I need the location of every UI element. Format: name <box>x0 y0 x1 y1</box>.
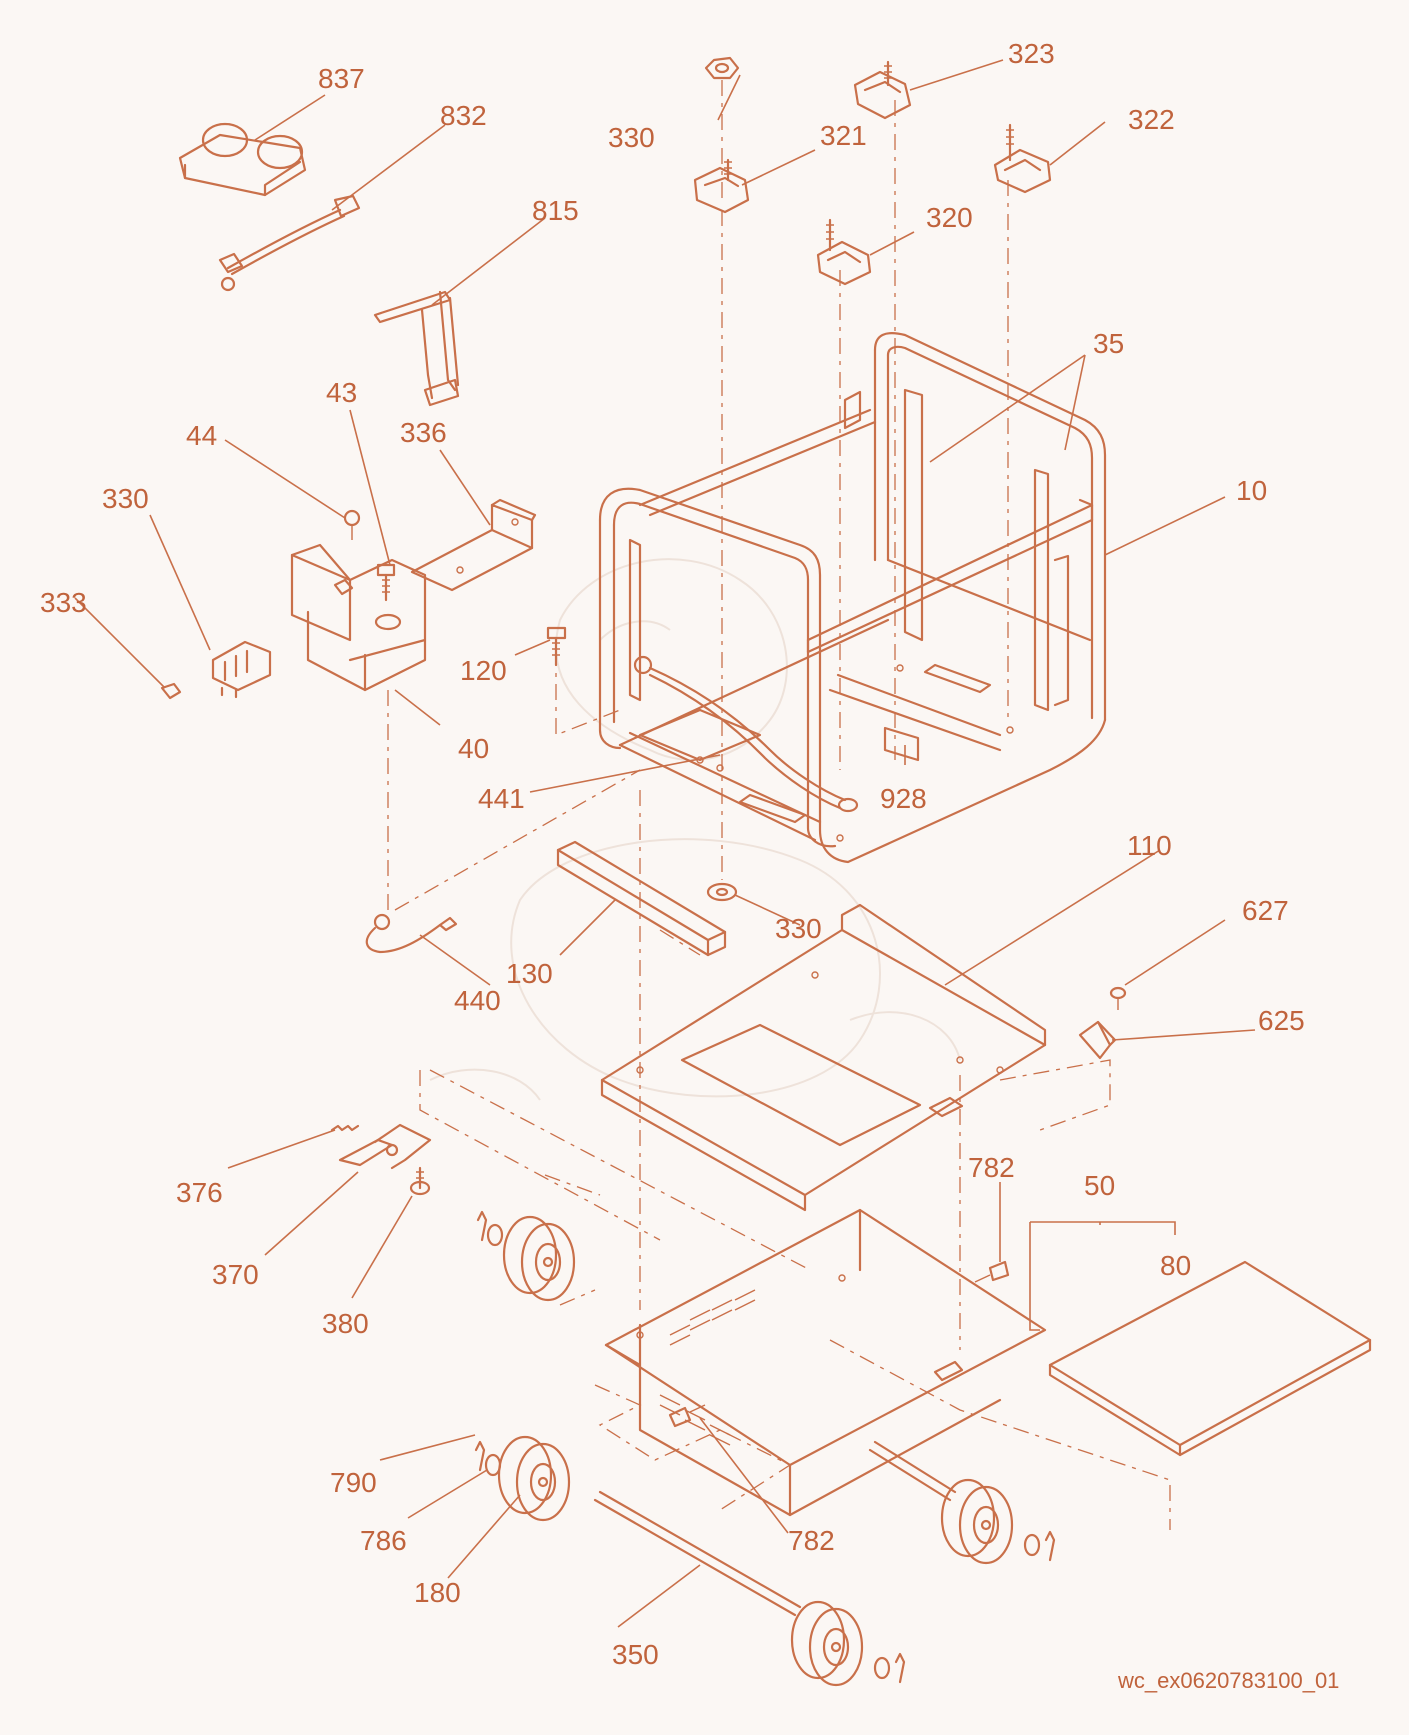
callout-321: 321 <box>820 120 867 151</box>
callout-928: 928 <box>880 783 927 814</box>
part-782-bolt-right <box>974 1260 1010 1283</box>
callout-380: 380 <box>322 1308 369 1339</box>
part-376-spring <box>330 1124 360 1132</box>
part-40-control-box <box>290 543 427 692</box>
part-627-screw <box>1109 986 1127 1010</box>
callout-130: 130 <box>506 958 553 989</box>
part-180-wheel-upper <box>502 1215 576 1302</box>
callout-782-right: 782 <box>968 1152 1015 1183</box>
part-928-label <box>883 726 920 762</box>
callout-625: 625 <box>1258 1005 1305 1036</box>
part-380-bolt <box>409 1166 431 1196</box>
callout-782-lower: 782 <box>788 1525 835 1556</box>
callout-35: 35 <box>1093 328 1124 359</box>
callout-44: 44 <box>186 420 217 451</box>
part-350-axle <box>593 1490 802 1617</box>
part-837-rubber-pad <box>178 122 307 197</box>
part-43-bolt <box>376 563 396 602</box>
callout-333: 333 <box>40 587 87 618</box>
callout-43: 43 <box>326 377 357 408</box>
callout-376: 376 <box>176 1177 223 1208</box>
leader-lines <box>74 59 1256 1628</box>
callout-320: 320 <box>926 202 973 233</box>
part-330-washer-lower <box>706 882 738 902</box>
part-44-screw <box>343 509 361 540</box>
callout-786: 786 <box>360 1525 407 1556</box>
part-786-washers <box>484 1223 1041 1680</box>
callout-330-left: 330 <box>102 483 149 514</box>
callout-370: 370 <box>212 1259 259 1290</box>
callout-80: 80 <box>1160 1250 1191 1281</box>
watermark-mascot <box>429 558 961 1101</box>
part-320-engine-mount <box>816 218 872 286</box>
callout-10: 10 <box>1236 475 1267 506</box>
part-120-bolt <box>546 626 567 667</box>
part-10-main-frame <box>598 332 1107 864</box>
part-441-ground-cable <box>633 655 859 813</box>
callout-790: 790 <box>330 1467 377 1498</box>
callout-330-top: 330 <box>608 122 655 153</box>
callout-832: 832 <box>440 100 487 131</box>
part-330-nut-top <box>704 56 740 80</box>
callout-40: 40 <box>458 733 489 764</box>
callout-120: 120 <box>460 655 507 686</box>
callout-50: 50 <box>1084 1170 1115 1201</box>
callout-labels: 837 832 815 330 321 323 322 320 35 43 44… <box>40 38 1339 1693</box>
part-321-engine-mount <box>693 158 750 214</box>
part-180-wheel-right <box>940 1478 1014 1565</box>
part-180-wheel-left <box>497 1435 571 1522</box>
callout-350: 350 <box>612 1639 659 1670</box>
callout-110: 110 <box>1127 830 1172 861</box>
callout-837: 837 <box>318 63 365 94</box>
part-336-bracket <box>410 498 537 592</box>
callout-322: 322 <box>1128 104 1175 135</box>
callout-627: 627 <box>1242 895 1289 926</box>
callout-336: 336 <box>400 417 447 448</box>
callout-323: 323 <box>1008 38 1055 69</box>
part-110-cradle-plate <box>600 903 1047 1212</box>
part-323-engine-mount <box>853 60 912 120</box>
part-370-latch <box>338 1123 432 1170</box>
callout-330-lower: 330 <box>775 913 822 944</box>
part-terminal-block <box>211 640 272 699</box>
callout-440: 440 <box>454 985 501 1016</box>
callout-815: 815 <box>532 195 579 226</box>
part-50-base-tray <box>604 1208 1047 1517</box>
part-333-nut <box>160 682 182 700</box>
part-625-bracket <box>1078 1020 1117 1060</box>
callout-441: 441 <box>478 783 525 814</box>
part-832-battery-cable <box>218 194 361 292</box>
part-782-bolt-left <box>668 1404 706 1428</box>
part-790-cotter-pins <box>474 1210 1056 1684</box>
part-350-axle-right <box>868 1440 957 1502</box>
part-815-battery-strap <box>373 290 460 407</box>
part-80-mat <box>1048 1260 1372 1457</box>
part-180-wheel-bottom <box>790 1600 864 1687</box>
part-440-cable <box>365 913 458 954</box>
part-330-nut-left <box>333 578 354 596</box>
diagram-reference-code: wc_ex0620783100_01 <box>1117 1668 1339 1693</box>
part-322-engine-mount <box>993 123 1052 194</box>
callout-180: 180 <box>414 1577 461 1608</box>
part-130-spacer-bar <box>556 840 727 957</box>
